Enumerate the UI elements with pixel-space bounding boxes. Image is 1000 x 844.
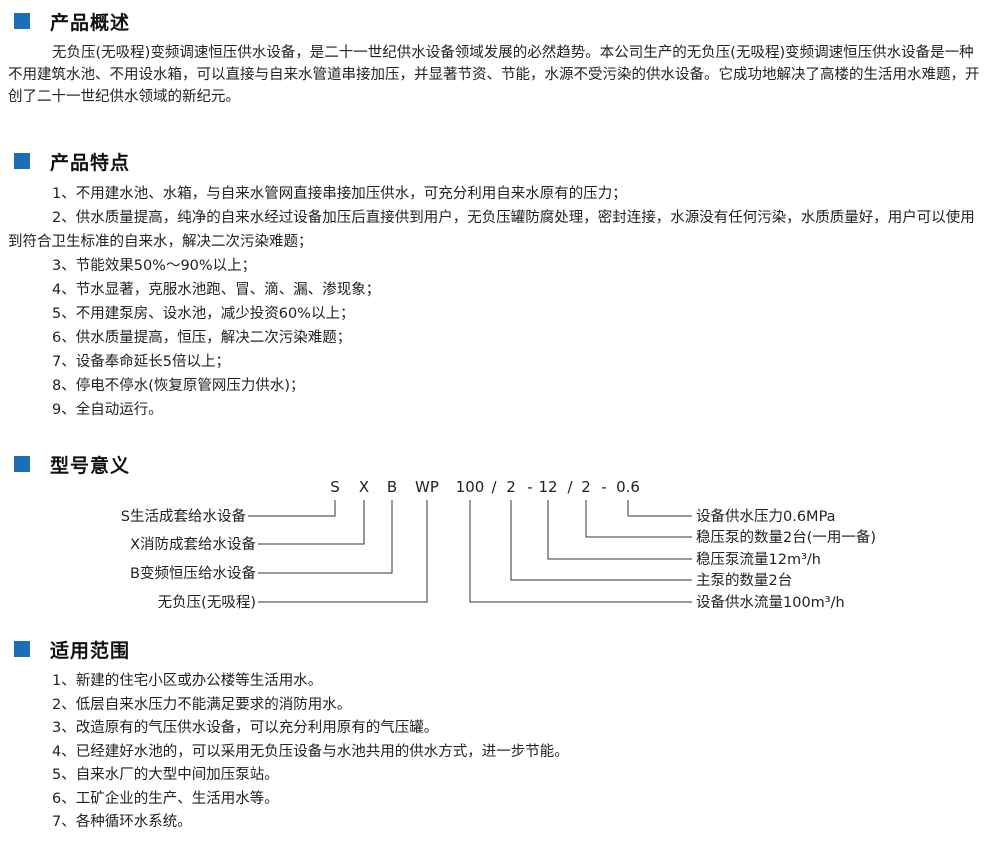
connector-line [258, 500, 365, 545]
model-right-label: 设备供水流量100m³/h [696, 594, 845, 611]
model-code-part: - [601, 478, 606, 496]
section-marker [14, 456, 30, 472]
model-left-label: 无负压(无吸程) [158, 594, 256, 611]
model-code-part: X [359, 478, 369, 496]
section-marker [14, 641, 30, 657]
model-code-part: 0.6 [616, 478, 640, 496]
connector-line [248, 500, 336, 517]
section-title: 适用范围 [50, 639, 131, 662]
scope-list: 1、新建的住宅小区或办公楼等生活用水。 2、低层自来水压力不能满足要求的消防用水… [8, 670, 988, 835]
model-code-diagram: S X B WP 100 / 2 - 12 / 2 - 0.6 S生活成套给水设… [121, 478, 876, 611]
model-right-label: 稳压泵的数量2台(一用一备) [696, 529, 876, 546]
list-item: 2、低层自来水压力不能满足要求的消防用水。 [52, 696, 352, 713]
list-item: 4、节水显著，克服水池跑、冒、滴、漏、渗现象； [52, 282, 381, 298]
section-header-features: 产品特点 [14, 146, 130, 176]
model-code-part: 2 [581, 478, 591, 496]
list-item: 5、自来水厂的大型中间加压泵站。 [52, 767, 279, 783]
section-title: 产品特点 [50, 151, 131, 174]
model-left-label: B变频恒压给水设备 [130, 565, 256, 582]
connector-line [627, 500, 692, 517]
section-marker [14, 153, 30, 169]
list-item: 7、设备奉命延长5倍以上； [52, 354, 230, 370]
list-item: 7、各种循环水系统。 [52, 814, 192, 830]
section-header-model: 型号意义 [14, 449, 130, 479]
list-item: 6、工矿企业的生产、生活用水等。 [52, 790, 279, 807]
connector-line [510, 500, 692, 581]
list-item: 1、不用建水池、水箱，与自来水管网直接串接加压供水，可充分利用自来水原有的压力； [52, 186, 627, 202]
model-code-part: S [330, 478, 340, 496]
model-right-label: 稳压泵流量12m³/h [696, 551, 821, 568]
list-item: 6、供水质量提高，恒压，解决二次污染难题； [52, 330, 352, 346]
model-left-label: X消防成套给水设备 [130, 536, 256, 553]
section-title: 产品概述 [50, 11, 131, 34]
list-item: 8、停电不停水(恢复原管网压力供水)； [52, 378, 305, 394]
model-code-part: 2 [506, 478, 516, 496]
model-code-part: 100 [456, 478, 485, 496]
list-item: 4、已经建好水池的，可以采用无负压设备与水池共用的供水方式，进一步节能。 [52, 743, 569, 760]
model-code-part: 12 [538, 478, 557, 496]
features-list: 1、不用建水池、水箱，与自来水管网直接串接加压供水，可充分利用自来水原有的压力；… [8, 182, 988, 422]
section-title: 型号意义 [50, 454, 131, 477]
model-code-part: WP [415, 478, 439, 496]
section-header-scope: 适用范围 [14, 634, 130, 664]
model-code-part: - [527, 478, 532, 496]
list-item: 3、节能效果50%～90%以上； [52, 258, 257, 274]
model-code-part: B [387, 478, 397, 496]
section-marker [14, 13, 30, 29]
connector-line [547, 500, 692, 560]
connector-line [585, 500, 692, 538]
section-header-overview: 产品概述 [14, 6, 130, 36]
model-code-part: / [491, 478, 497, 496]
model-left-label: S生活成套给水设备 [121, 508, 247, 525]
list-item: 5、不用建泵房、设水池，减少投资60%以上； [52, 306, 355, 322]
model-code-part: / [567, 478, 573, 496]
connector-line [258, 500, 393, 574]
list-item: 3、改造原有的气压供水设备，可以充分利用原有的气压罐。 [52, 720, 439, 736]
connector-line [258, 500, 428, 603]
list-item: 2、供水质量提高，纯净的自来水经过设备加压后直接供到用户，无负压罐防腐处理，密封… [8, 210, 975, 250]
list-item: 1、新建的住宅小区或办公楼等生活用水。 [52, 673, 323, 689]
model-right-label: 设备供水压力0.6MPa [696, 508, 836, 525]
overview-text: 无负压(无吸程)变频调速恒压供水设备，是二十一世纪供水设备领域发展的必然趋势。本… [8, 45, 980, 105]
list-item: 9、全自动运行。 [52, 402, 163, 418]
overview-paragraph: 无负压(无吸程)变频调速恒压供水设备，是二十一世纪供水设备领域发展的必然趋势。本… [8, 42, 988, 108]
model-right-label: 主泵的数量2台 [696, 572, 792, 589]
connector-line [469, 500, 692, 603]
